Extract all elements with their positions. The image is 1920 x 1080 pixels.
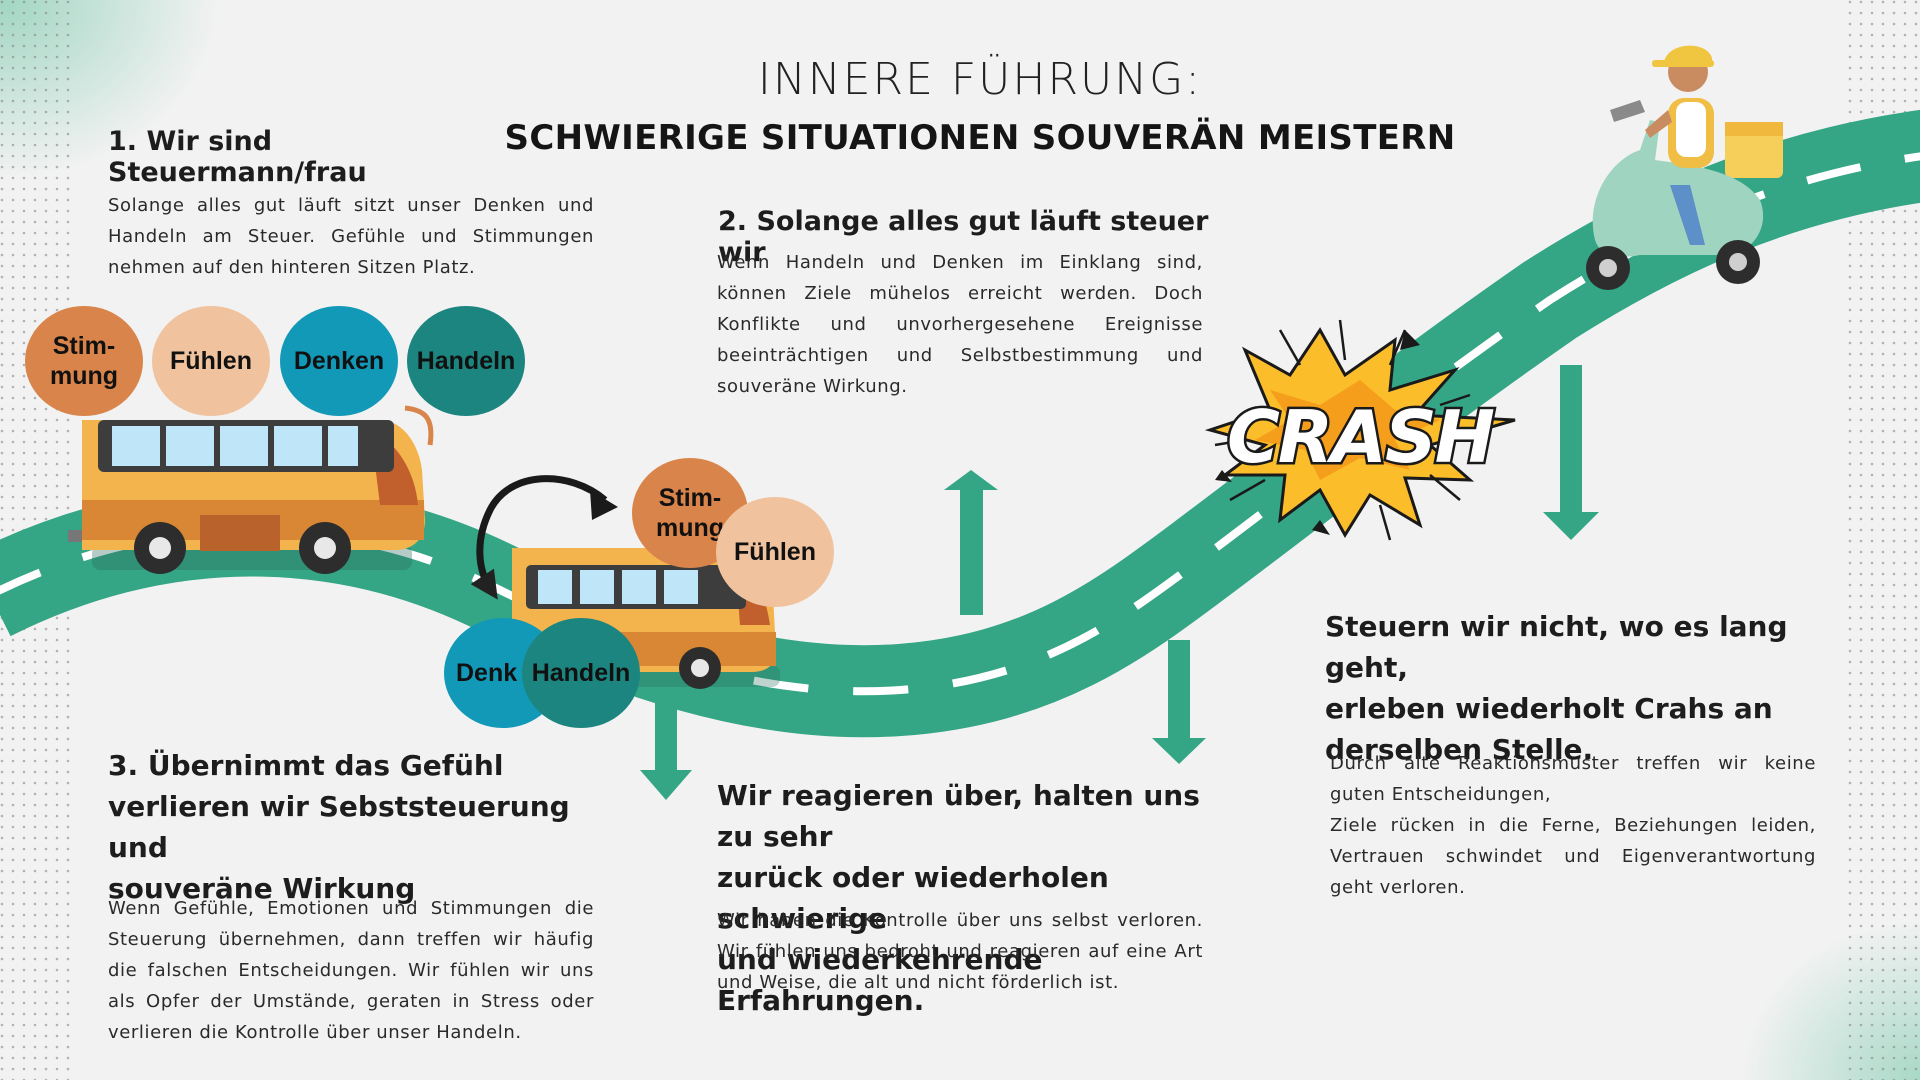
section3-heading-line-3: souveräne Wirkung <box>108 872 416 905</box>
section4-heading-line-2: zurück oder wiederholen schwierige <box>717 861 1109 935</box>
bus-large <box>68 405 434 574</box>
crash-label: CRASH <box>1227 395 1494 479</box>
bubble-handeln-mid: Handeln <box>522 618 640 728</box>
arrow-up <box>944 470 998 615</box>
bubble-handeln-top: Handeln <box>407 306 525 416</box>
title-line-1: INNERE FÜHRUNG: <box>757 54 1203 105</box>
bubble-fuehlen-top: Fühlen <box>152 306 270 416</box>
arrow-down-3 <box>1543 365 1599 540</box>
section5-heading-line-2: erleben wiederholt Crahs an <box>1325 692 1773 725</box>
section4-heading-line-1: Wir reagieren über, halten uns zu sehr <box>717 779 1200 853</box>
scooter-rider-illustration <box>1586 45 1783 290</box>
section4-heading-line-3: und wiederkehrende Erfahrungen. <box>717 943 1043 1017</box>
section5-heading-line-3: derselben Stelle. <box>1325 733 1594 766</box>
section1-heading: 1. Wir sind Steuermann/frau <box>108 126 367 188</box>
title-line-2: SCHWIERIGE SITUATIONEN SOUVERÄN MEISTERN <box>504 118 1456 158</box>
section3-body: Wenn Gefühle, Emotionen und Stimmungen d… <box>108 898 594 1043</box>
arrow-down-2 <box>1152 640 1206 764</box>
section3-heading-line-1: 3. Übernimmt das Gefühl <box>108 749 504 782</box>
section4-body: Wir haben die Kontrolle über uns selbst … <box>717 910 1203 993</box>
section5-body-line-2: Ziele rücken in die Ferne, Beziehungen l… <box>1330 815 1816 898</box>
section1-body: Solange alles gut läuft sitzt unser Denk… <box>108 195 594 278</box>
section2-heading: 2. Solange alles gut läuft steuer wir <box>718 206 1209 268</box>
swap-arrow-top-head <box>590 490 618 520</box>
section3-heading-line-2: verlieren wir Sebststeuerung und <box>108 790 570 864</box>
arrow-down-1 <box>640 690 692 800</box>
road-arrows <box>640 365 1599 800</box>
bubble-fuehlen-mid: Fühlen <box>716 497 834 607</box>
section5-heading-line-1: Steuern wir nicht, wo es lang geht, <box>1325 610 1788 684</box>
section2-body: Wenn Handeln und Denken im Einklang sind… <box>717 252 1203 397</box>
section5-body: Durch alte Reaktionsmuster treffen wir k… <box>1330 748 1816 903</box>
bubble-stimmung-top: Stim-mung <box>25 306 143 416</box>
section5-heading: Steuern wir nicht, wo es lang geht, erle… <box>1325 606 1845 770</box>
section4-heading: Wir reagieren über, halten uns zu sehr z… <box>717 775 1237 1021</box>
bubble-denken-top: Denken <box>280 306 398 416</box>
swap-arrow <box>470 475 608 600</box>
section5-body-line-1: Durch alte Reaktionsmuster treffen wir k… <box>1330 753 1816 805</box>
section3-heading: 3. Übernimmt das Gefühl verlieren wir Se… <box>108 745 628 909</box>
crash-burst <box>1204 319 1516 541</box>
